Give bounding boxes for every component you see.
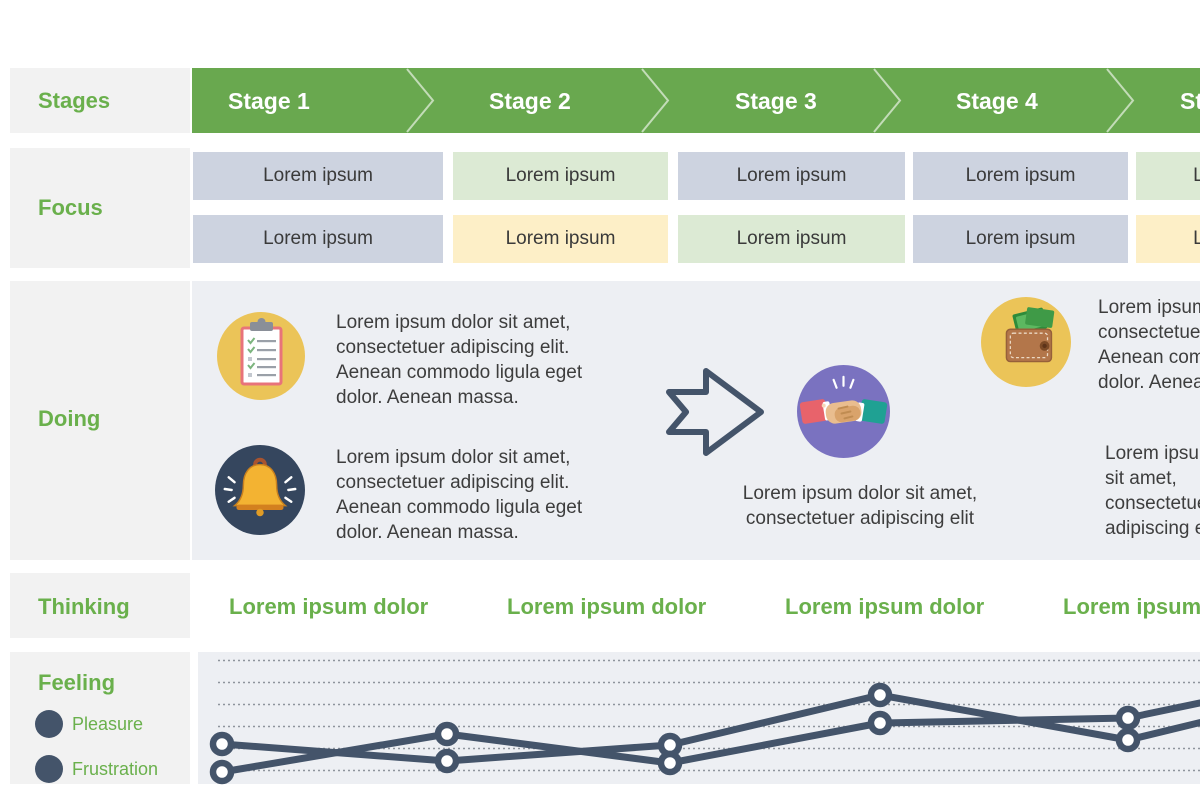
- focus-box-r2-s1: Lorem ipsum: [193, 215, 443, 263]
- pleasure-line: [221, 691, 1200, 765]
- thinking-item-1: Lorem ipsum dolor: [229, 594, 429, 619]
- focus-box-r2-s4: Lorem ipsum: [913, 215, 1128, 263]
- stage-chevron-separators: [406, 68, 1135, 133]
- thinking-label-box: [10, 573, 190, 638]
- thinking-item-4: Lorem ipsum dolor: [1063, 594, 1200, 619]
- doing-text-2: Lorem ipsum dolor sit amet, consectetuer…: [336, 447, 583, 543]
- doing-text-1: Lorem ipsum dolor sit amet, consectetuer…: [336, 312, 583, 408]
- focus-row-label: Focus: [38, 195, 103, 220]
- legend-frustration-label: Frustration: [72, 759, 159, 779]
- doing-right-text-1: Lorem ipsum dolor sit amet, consectetuer…: [1098, 297, 1200, 393]
- doing-label-box: [10, 281, 190, 560]
- focus-box-r1-s3: Lorem ipsum: [678, 152, 905, 200]
- doing-row-label: Doing: [38, 406, 101, 431]
- focus-box-r1-s1: Lorem ipsum: [193, 152, 443, 200]
- stage-5-header: Stage 5: [1180, 88, 1200, 114]
- doing-right-text-2: Lorem ipsum dolor sit amet, consectetuer…: [1105, 443, 1200, 539]
- focus-box-r2-s5: Lorem ipsum: [1136, 215, 1200, 263]
- thinking-item-3: Lorem ipsum dolor: [785, 594, 985, 619]
- thinking-item-2: Lorem ipsum dolor: [507, 594, 707, 619]
- legend-pleasure-label: Pleasure: [72, 714, 144, 734]
- clipboard-checklist-icon: [217, 312, 305, 400]
- focus-label-box: [10, 148, 190, 268]
- feeling-row-label: Feeling: [38, 670, 116, 695]
- thinking-row-label: Thinking: [38, 594, 130, 619]
- stage-4-header: Stage 4: [956, 88, 1038, 114]
- stages-header-bar: [192, 68, 1200, 133]
- arrow-right-icon: [665, 366, 765, 458]
- frustration-markers: [209, 705, 1141, 785]
- bell-icon: [215, 445, 305, 535]
- feeling-line-chart: [209, 659, 1200, 785]
- doing-middle-caption: Lorem ipsum dolor sit amet, consectetuer…: [742, 483, 978, 529]
- focus-box-r2-s2: Lorem ipsum: [453, 215, 668, 263]
- pleasure-dot-icon: [35, 710, 63, 738]
- stages-label-box: [10, 68, 190, 133]
- handshake-icon: [797, 365, 890, 458]
- frustration-dot-icon: [35, 755, 63, 783]
- stage-1-header: Stage 1: [228, 88, 310, 114]
- focus-box-r2-s3: Lorem ipsum: [678, 215, 905, 263]
- frustration-line: [221, 699, 1200, 776]
- stage-2-header: Stage 2: [489, 88, 571, 114]
- pleasure-markers: [209, 682, 1141, 774]
- wallet-icon: [981, 297, 1071, 387]
- stages-row-label: Stages: [38, 88, 111, 113]
- focus-box-r1-s5: Lorem ipsum: [1136, 152, 1200, 200]
- stage-3-header: Stage 3: [735, 88, 817, 114]
- focus-box-r1-s2: Lorem ipsum: [453, 152, 668, 200]
- focus-box-r1-s4: Lorem ipsum: [913, 152, 1128, 200]
